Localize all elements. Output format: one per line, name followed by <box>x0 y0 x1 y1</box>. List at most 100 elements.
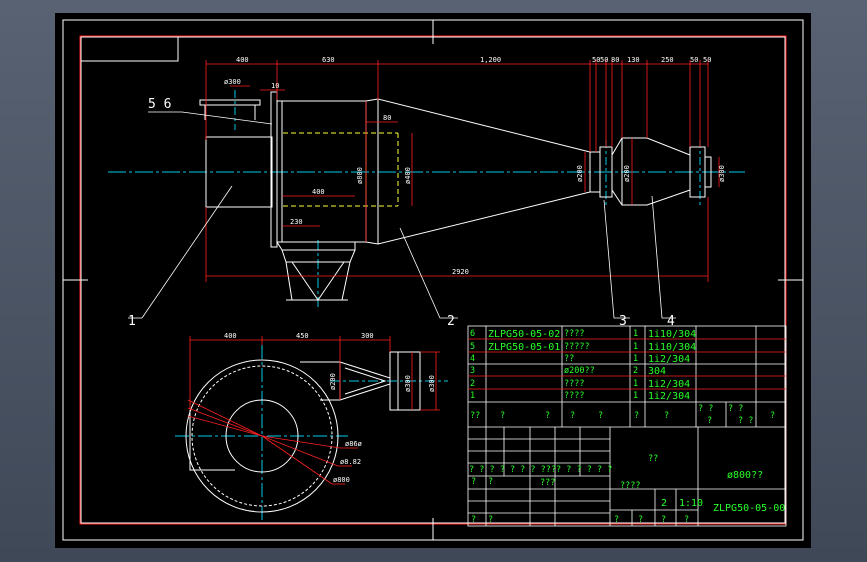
svg-text:????: ???? <box>564 329 584 339</box>
hidden-lines <box>283 132 399 207</box>
shell-inner <box>191 365 333 507</box>
bom-table <box>467 325 787 527</box>
dim-phi300: ø300 <box>224 78 241 86</box>
dim-50c: 50 <box>690 56 698 64</box>
svg-text:1i2/304: 1i2/304 <box>648 379 690 390</box>
svg-text:??: ?? <box>564 354 574 364</box>
svg-text:?: ? <box>664 411 669 421</box>
drawing-sheet <box>55 13 811 548</box>
dim-phi300b: ø300 <box>718 165 726 182</box>
dim-phi200b: ø200 <box>623 165 631 182</box>
svg-text:1i2/304: 1i2/304 <box>648 354 690 365</box>
svg-text:1: 1 <box>633 342 638 352</box>
svg-text:4: 4 <box>470 354 475 364</box>
balloon-1: 1 <box>128 314 136 329</box>
side-dim-phi200: ø200 <box>329 373 337 390</box>
side-dim-300: 300 <box>361 332 374 340</box>
dim-50a: 50 <box>592 56 600 64</box>
bom-row-1: 1 ???? 1 1i2/304 <box>470 391 690 402</box>
svg-text:3: 3 <box>470 366 475 376</box>
bom-row-lines <box>468 338 786 390</box>
title-q4: ? <box>684 515 689 525</box>
title-q3: ? <box>661 515 666 525</box>
svg-text:?: ? <box>545 411 550 421</box>
title-scale-value: 1:10 <box>679 498 703 509</box>
title-product-name: ø800?? <box>727 470 763 481</box>
dim-phi800: ø800 <box>356 167 364 184</box>
outlet-tube <box>225 399 299 473</box>
dim-400: 400 <box>236 56 249 64</box>
inlet-pipe <box>199 99 261 106</box>
dim-phi200: ø200 <box>576 165 584 182</box>
side-dim-400: 400 <box>224 332 237 340</box>
title-sign-4: ? <box>471 515 476 525</box>
svg-text:1: 1 <box>633 391 638 401</box>
bom-row-2: 2 ???? 1 1i2/304 <box>470 379 690 390</box>
side-dim-phi300: ø300 <box>404 375 412 392</box>
title-q1: ? <box>614 515 619 525</box>
dim-230: 230 <box>290 218 303 226</box>
dim-80b: 80 <box>383 114 391 122</box>
title-sign-3: ??? <box>540 478 555 488</box>
title-company: ?? <box>648 454 658 464</box>
inlet-box <box>205 136 273 208</box>
svg-text:? ?: ? ? <box>728 404 743 414</box>
leaders <box>128 111 676 319</box>
bom-row-4: 4 ?? 1 1i2/304 <box>470 354 690 365</box>
balloon-5-6: 5 6 <box>148 97 171 112</box>
svg-text:1i2/304: 1i2/304 <box>648 391 690 402</box>
dim-50d: 50 <box>703 56 711 64</box>
bom-header: ?? ? ? ? ? ? ? ? ? ? ? ? ? ? ? <box>470 404 775 426</box>
dim-1200: 1,200 <box>480 56 501 64</box>
top-dimensions <box>205 60 720 282</box>
svg-text:ZLPG50-05-02: ZLPG50-05-02 <box>488 329 560 340</box>
inner-frame <box>80 36 786 524</box>
svg-text:1: 1 <box>470 391 475 401</box>
side-view: 400 450 300 ø200 ø300 ø300 ø86ø ø8.82 ø8… <box>175 332 448 520</box>
side-dim-phi86: ø86ø <box>345 440 363 448</box>
svg-text:?: ? <box>570 411 575 421</box>
title-block <box>468 427 786 526</box>
dim-50b: 50 <box>600 56 608 64</box>
balloon-3: 3 <box>619 314 627 329</box>
title-qty: 2 <box>661 498 667 509</box>
side-dim-phi82: ø8.82 <box>340 458 361 466</box>
svg-text:2: 2 <box>470 379 475 389</box>
svg-text:ZLPG50-05-01: ZLPG50-05-01 <box>488 342 560 353</box>
title-scale-label: ???? <box>620 481 640 491</box>
side-dim-phi800: ø800 <box>333 476 350 484</box>
bom-row-6: 6 ZLPG50-05-02 ???? 1 1i10/304 <box>470 329 696 340</box>
title-sign-5: ? <box>488 515 493 525</box>
svg-text:????: ???? <box>564 391 584 401</box>
top-view: 400 630 1,200 50 50 80 130 250 50 50 10 … <box>108 56 745 329</box>
title-drawing-number: ZLPG50-05-00 <box>713 503 785 514</box>
bom-row-5: 5 ZLPG50-05-01 ????? 1 1i10/304 <box>470 342 696 353</box>
title-sign-1: ? <box>471 477 476 487</box>
side-dim-450: 450 <box>296 332 309 340</box>
svg-text:? ?: ? ? <box>738 416 753 426</box>
svg-text:?: ? <box>770 411 775 421</box>
svg-text:1: 1 <box>633 329 638 339</box>
dim-630: 630 <box>322 56 335 64</box>
dim-250: 250 <box>661 56 674 64</box>
svg-text:?: ? <box>707 416 712 426</box>
drawing-border <box>79 35 787 525</box>
svg-text:?: ? <box>634 411 639 421</box>
side-dimensions <box>187 336 440 485</box>
svg-text:1: 1 <box>633 354 638 364</box>
mount-plate <box>270 91 278 248</box>
dim-400b: 400 <box>312 188 325 196</box>
svg-text:1: 1 <box>633 379 638 389</box>
svg-text:?: ? <box>598 411 603 421</box>
title-row-labels: ? ? ? ? ? ? ? ???? ? ? ? ? ? <box>469 465 612 475</box>
svg-text:1i10/304: 1i10/304 <box>648 342 696 353</box>
svg-text:ø200??: ø200?? <box>564 366 595 376</box>
svg-text:??: ?? <box>470 411 480 421</box>
corner-box <box>81 37 179 62</box>
balloon-2: 2 <box>447 314 455 329</box>
hopper <box>276 241 356 301</box>
svg-text:????: ???? <box>564 379 584 389</box>
svg-text:1i10/304: 1i10/304 <box>648 329 696 340</box>
